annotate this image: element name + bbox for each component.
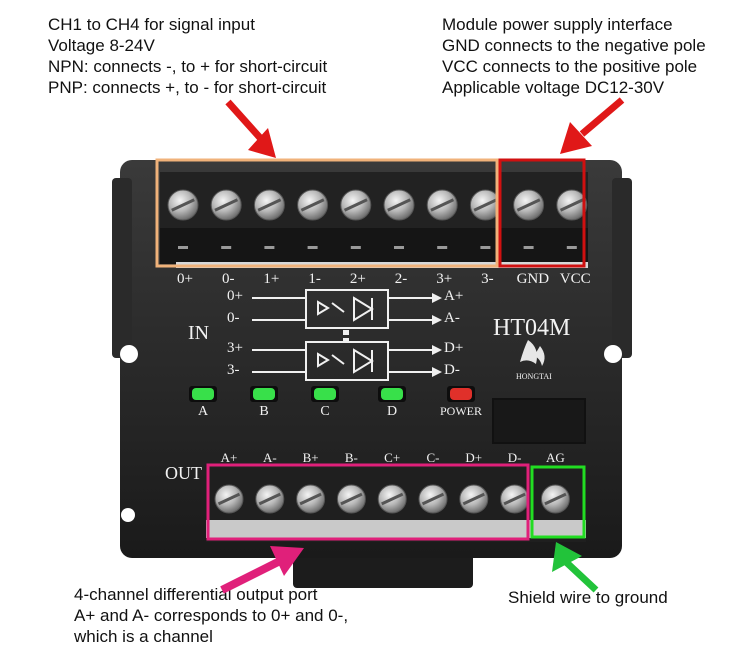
led-icon (450, 388, 472, 400)
input-terminal-label: 1+ (263, 271, 280, 287)
input-terminal-label: 2- (394, 271, 408, 287)
power-highlight-box (498, 158, 586, 268)
power-note-line: Module power supply interface (442, 15, 673, 34)
input-terminal-label: GND (516, 271, 550, 287)
led-icon (192, 388, 214, 400)
output-terminal-label: A- (262, 450, 277, 465)
output-note-line: A+ and A- corresponds to 0+ and 0-, (74, 606, 349, 625)
diagram-input-label: 3+ (227, 340, 243, 356)
hongtai-logo-icon (520, 340, 545, 366)
led-label: POWER (440, 404, 482, 418)
input-terminal-label: 3- (481, 271, 494, 287)
shield-note: Shield wire to ground (508, 588, 668, 607)
arrow-icon (560, 97, 625, 154)
output-note: 4-channel differential output port A+ an… (74, 584, 348, 647)
output-note-line: 4-channel differential output port (74, 585, 318, 604)
input-terminal-label: 0- (221, 271, 235, 287)
led-label: A (197, 404, 209, 419)
led-label: D (386, 404, 398, 419)
shield-highlight-box (530, 465, 586, 539)
out-label: OUT (165, 463, 202, 483)
output-terminal-label: C+ (384, 450, 401, 465)
diagram-input-label: 0- (227, 310, 240, 326)
signal-input-note: CH1 to CH4 for signal input Voltage 8-24… (48, 14, 327, 98)
led-icon (314, 388, 336, 400)
diagram-input-label: 0+ (227, 288, 243, 304)
in-label: IN (188, 322, 210, 344)
output-terminal-label: C- (426, 450, 440, 465)
arrow-icon (225, 99, 276, 158)
input-terminal-label: 0+ (177, 271, 193, 287)
arrow-icon (220, 546, 304, 594)
led-label: C (320, 404, 330, 419)
brand-label: HONGTAI (516, 372, 552, 381)
input-terminal-label: VCC (559, 271, 591, 287)
input-terminal-label: 2+ (349, 271, 366, 287)
power-note: Module power supply interface GND connec… (442, 14, 706, 98)
output-terminal-label: D+ (465, 450, 483, 465)
output-terminal-label: AG (546, 450, 565, 465)
input-terminal-label: 1- (308, 271, 321, 287)
led-label: B (259, 404, 269, 419)
signal-input-line: CH1 to CH4 for signal input (48, 15, 255, 34)
diagram-output-label: D- (444, 362, 460, 378)
output-highlight-box (206, 463, 530, 541)
signal-input-line: NPN: connects -, to + for short-circuit (48, 57, 328, 76)
input-terminal-label: 3+ (436, 271, 453, 287)
diagram-output-label: A- (444, 310, 460, 326)
led-icon (381, 388, 403, 400)
led-icon (253, 388, 275, 400)
optocoupler-diagram (252, 289, 432, 381)
power-note-line: Applicable voltage DC12-30V (442, 78, 665, 97)
signal-input-line: PNP: connects +, to - for short-circuit (48, 78, 327, 97)
diagram-input-label: 3- (227, 362, 240, 378)
arrow-icon (552, 542, 599, 593)
power-note-line: GND connects to the negative pole (442, 36, 706, 55)
signal-input-line: Voltage 8-24V (48, 36, 155, 55)
output-terminal-label: B+ (302, 450, 319, 465)
output-terminal-label: B- (344, 450, 358, 465)
input-highlight-box (155, 158, 499, 268)
output-terminal-label: D- (507, 450, 522, 465)
power-note-line: VCC connects to the positive pole (442, 57, 698, 76)
model-label: HT04M (493, 315, 571, 341)
output-note-line: which is a channel (74, 627, 213, 646)
diagram-output-label: D+ (444, 340, 464, 356)
diagram-output-label: A+ (444, 288, 464, 304)
output-terminal-label: A+ (220, 450, 238, 465)
